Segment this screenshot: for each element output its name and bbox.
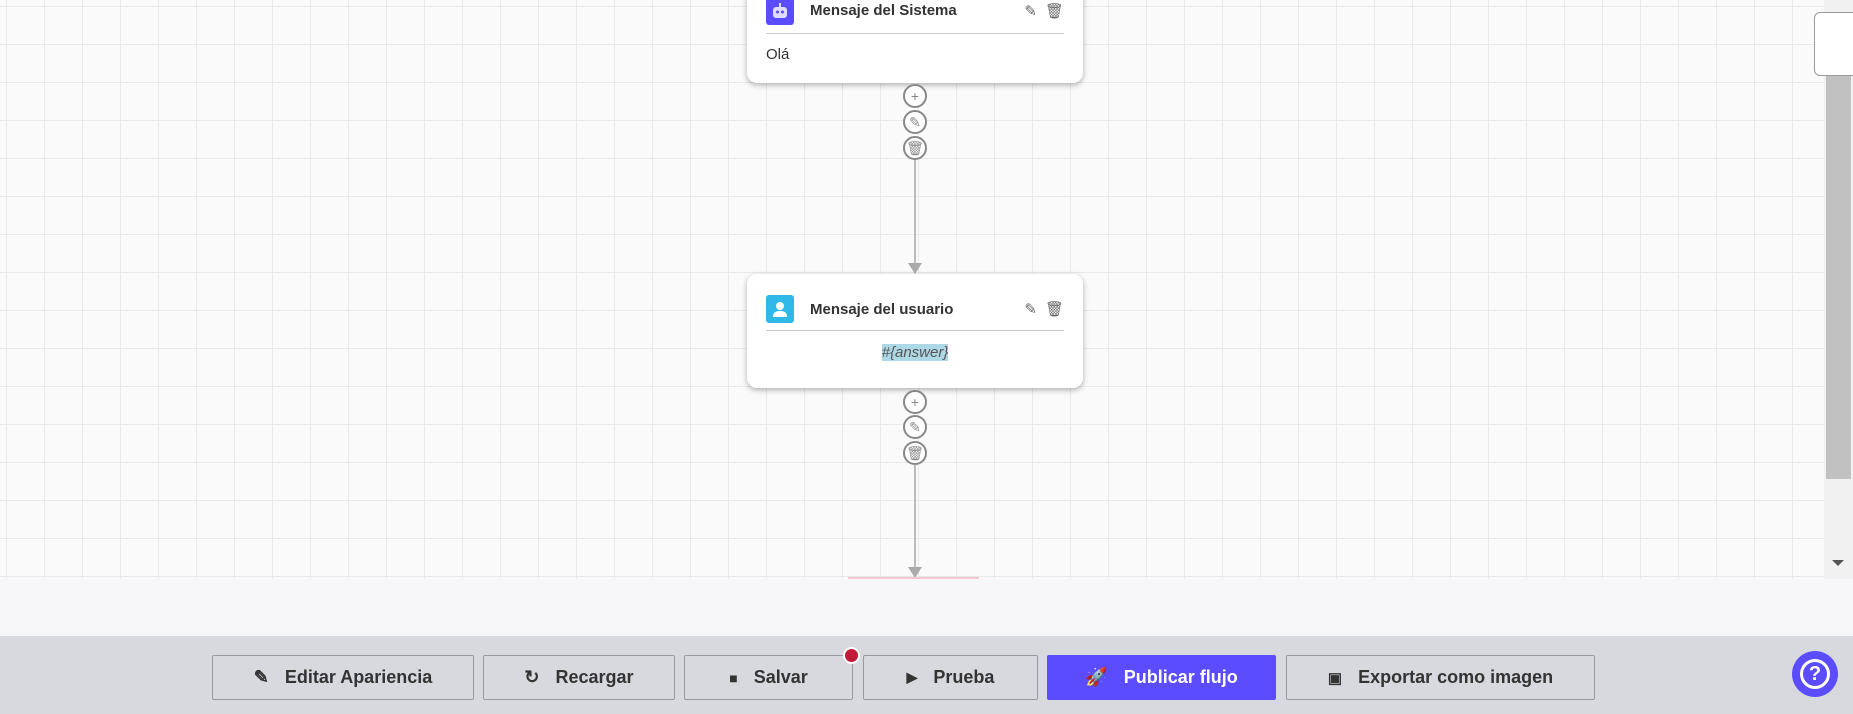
unsaved-indicator — [843, 647, 860, 664]
save-button[interactable]: ■Salvar — [684, 655, 853, 700]
add-node-button[interactable]: + — [903, 390, 927, 414]
test-button[interactable]: ▶Prueba — [863, 655, 1038, 700]
play-icon: ▶ — [906, 669, 918, 685]
vertical-scrollbar[interactable] — [1824, 0, 1853, 579]
save-icon: ■ — [729, 669, 738, 686]
connector-arrow — [908, 263, 922, 274]
next-node-edge — [848, 577, 979, 579]
connector-line — [914, 160, 916, 264]
minimap-panel[interactable] — [1814, 12, 1853, 76]
edit-icon[interactable]: ✎ — [1024, 2, 1037, 20]
variable-answer: #{answer} — [881, 344, 949, 361]
rocket-icon: 🚀 — [1085, 667, 1108, 687]
publish-flow-button[interactable]: 🚀Publicar flujo — [1047, 655, 1276, 700]
node-body: Olá — [766, 46, 790, 63]
bottom-toolbar: ✎Editar Apariencia ↻Recargar ■Salvar ▶Pr… — [0, 636, 1853, 714]
node-system-message[interactable]: Mensaje del Sistema ✎ 🗑 Olá — [747, 0, 1083, 83]
node-user-message[interactable]: Mensaje del usuario ✎ 🗑 #{answer} — [747, 274, 1083, 388]
delete-node-button[interactable]: 🗑 — [903, 441, 927, 465]
node-header: Mensaje del usuario ✎ 🗑 — [766, 294, 1064, 331]
export-image-button[interactable]: ▣Exportar como imagen — [1286, 655, 1595, 700]
node-title: Mensaje del usuario — [810, 300, 954, 318]
user-icon — [766, 295, 794, 323]
delete-node-button[interactable]: 🗑 — [903, 136, 927, 160]
trash-icon[interactable]: 🗑 — [1044, 301, 1064, 318]
reload-button[interactable]: ↻Recargar — [483, 655, 675, 700]
node-title: Mensaje del Sistema — [810, 2, 957, 19]
scrollbar-thumb[interactable] — [1826, 76, 1851, 479]
image-icon: ▣ — [1327, 669, 1343, 687]
node-body: #{answer} — [766, 344, 1064, 361]
refresh-icon: ↻ — [524, 667, 540, 687]
help-button[interactable]: ? — [1792, 651, 1838, 697]
add-node-button[interactable]: + — [903, 84, 927, 108]
node-header: Mensaje del Sistema ✎ 🗑 — [766, 0, 1064, 34]
edit-icon: ✎ — [253, 667, 269, 687]
robot-icon — [766, 0, 794, 25]
trash-icon[interactable]: 🗑 — [1044, 2, 1064, 20]
connector-line — [914, 465, 916, 569]
question-icon: ? — [1800, 659, 1830, 689]
flow-canvas[interactable]: Mensaje del Sistema ✎ 🗑 Olá + ✎ 🗑 Mensaj… — [0, 0, 1824, 579]
edit-icon[interactable]: ✎ — [1024, 301, 1037, 318]
edit-node-button[interactable]: ✎ — [903, 110, 927, 134]
edit-appearance-button[interactable]: ✎Editar Apariencia — [212, 655, 474, 700]
scroll-down-arrow-icon[interactable] — [1832, 560, 1844, 566]
connector-arrow — [908, 567, 922, 578]
edit-node-button[interactable]: ✎ — [903, 415, 927, 439]
